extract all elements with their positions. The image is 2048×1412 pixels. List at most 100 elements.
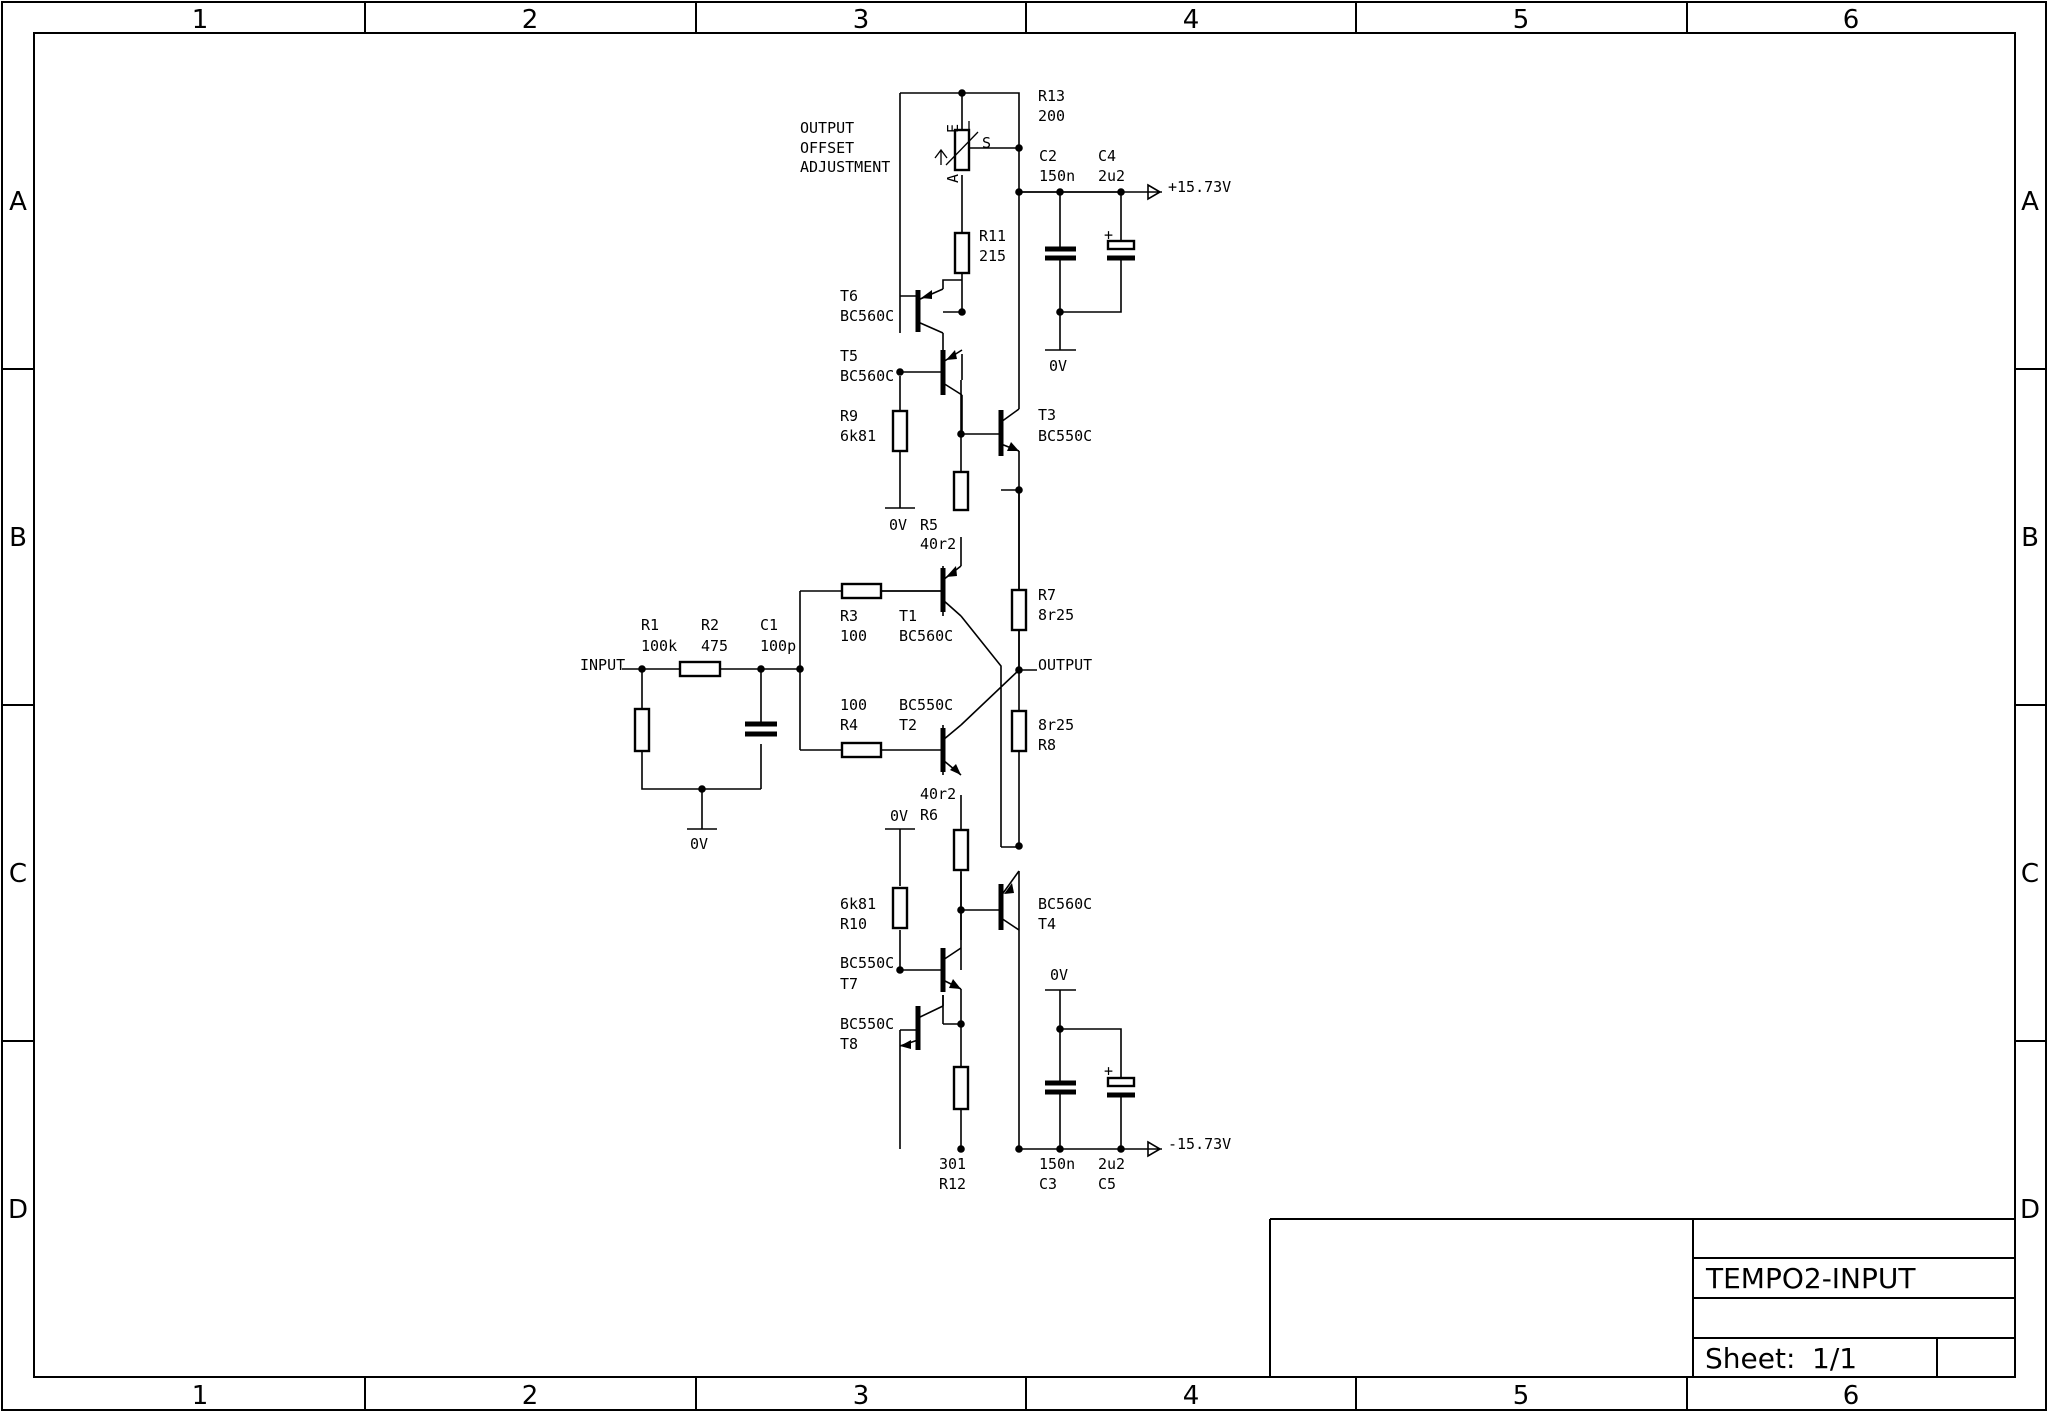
label-t7-ref: T7 — [840, 975, 858, 993]
label-t6-ref: T6 — [840, 287, 858, 305]
col-label: 3 — [853, 1381, 870, 1411]
row-label: A — [2021, 187, 2039, 217]
resistor-r12 — [952, 1065, 970, 1111]
label-r2-ref: R2 — [701, 616, 719, 634]
sheet-number: 1/1 — [1812, 1342, 1857, 1375]
transistor-t3 — [998, 408, 1020, 456]
label-c4-value: 2u2 — [1098, 167, 1125, 185]
title-block: TEMPO2-INPUT Sheet: 1/1 — [1269, 1218, 2015, 1377]
label-r13-ref: R13 — [1038, 87, 1065, 105]
row-label: C — [9, 859, 27, 889]
label-t1-ref: T1 — [899, 607, 917, 625]
label-c2-ref: C2 — [1039, 147, 1057, 165]
row-label: A — [9, 187, 27, 217]
junctions — [638, 89, 1125, 1153]
supply-flags — [1147, 183, 1162, 1158]
label-c5-value: 2u2 — [1098, 1155, 1125, 1173]
transistor-t2 — [940, 724, 962, 776]
col-label: 6 — [1843, 5, 1860, 35]
ground-label: 0V — [889, 516, 907, 534]
label-r5-value: 40r2 — [920, 535, 956, 553]
resistor-r2 — [678, 660, 722, 678]
label-r9-value: 6k81 — [840, 427, 876, 445]
label-t4-value: BC560C — [1038, 895, 1092, 913]
capacitor-c3 — [1045, 1067, 1076, 1108]
label-r7-value: 8r25 — [1038, 606, 1074, 624]
label-t2-ref: T2 — [899, 716, 917, 734]
resistor-r4 — [840, 741, 883, 759]
capacitor-c2 — [1045, 235, 1076, 273]
ground-label: 0V — [690, 835, 708, 853]
label-r7-ref: R7 — [1038, 586, 1056, 604]
row-labels-right: A B C D — [2020, 187, 2040, 1225]
label-r12-ref: R12 — [939, 1175, 966, 1193]
label-r11-ref: R11 — [979, 227, 1006, 245]
resistor-r1 — [633, 707, 651, 753]
label-c3-ref: C3 — [1039, 1175, 1057, 1193]
transistor-t5 — [940, 349, 963, 433]
label-r8-ref: R8 — [1038, 736, 1056, 754]
label-t2-value: BC550C — [899, 696, 953, 714]
label-r11-value: 215 — [979, 247, 1006, 265]
resistors — [633, 121, 1028, 1111]
resistor-r10 — [891, 886, 909, 930]
net-output: OUTPUT — [1038, 656, 1092, 674]
label-r10-ref: R10 — [840, 915, 867, 933]
net-input: INPUT — [580, 656, 625, 674]
pot-trim-arrow — [945, 121, 979, 166]
label-t8-value: BC550C — [840, 1015, 894, 1033]
label-r6-value: 40r2 — [920, 785, 956, 803]
label-r4-ref: R4 — [840, 716, 858, 734]
label-t3-ref: T3 — [1038, 406, 1056, 424]
resistor-r5 — [952, 470, 970, 512]
pot-pin-a: A — [944, 174, 962, 183]
row-label: D — [8, 1195, 28, 1225]
label-r1-value: 100k — [641, 637, 677, 655]
capacitor-c5: + — [1104, 1062, 1136, 1112]
label-r10-value: 6k81 — [840, 895, 876, 913]
label-t3-value: BC550C — [1038, 427, 1092, 445]
ground-label: 0V — [1050, 966, 1068, 984]
capacitor-c1 — [745, 721, 777, 737]
label-r12-value: 301 — [939, 1155, 966, 1173]
label-c1-ref: C1 — [760, 616, 778, 634]
resistor-r9 — [891, 409, 909, 453]
col-label: 1 — [192, 1381, 209, 1411]
transistor-t7 — [940, 947, 962, 992]
col-label: 4 — [1183, 5, 1200, 35]
pot-pin-s: S — [982, 134, 991, 152]
label-r9-ref: R9 — [840, 407, 858, 425]
col-label: 5 — [1513, 1381, 1530, 1411]
net-labels: INPUT OUTPUT +15.73V -15.73V 0V 0V 0V 0V… — [580, 178, 1231, 1153]
label-c4-ref: C4 — [1098, 147, 1116, 165]
label-r3-value: 100 — [840, 627, 867, 645]
label-t4-ref: T4 — [1038, 915, 1056, 933]
row-label: B — [9, 523, 27, 553]
label-r2-value: 475 — [701, 637, 728, 655]
svg-text:+: + — [1104, 1062, 1113, 1080]
svg-text:+: + — [1104, 226, 1113, 244]
label-c1-value: 100p — [760, 637, 796, 655]
label-r3-ref: R3 — [840, 607, 858, 625]
col-label: 5 — [1513, 5, 1530, 35]
label-r5-ref: R5 — [920, 516, 938, 534]
pot-pin-e: E — [944, 124, 962, 133]
row-label: C — [2021, 859, 2039, 889]
label-t5-ref: T5 — [840, 347, 858, 365]
ground-label: 0V — [890, 807, 908, 825]
notes: OUTPUT OFFSET ADJUSTMENT A E S — [800, 119, 991, 183]
transistor-t1 — [881, 565, 962, 617]
label-r4-value: 100 — [840, 696, 867, 714]
offset-note-line2: OFFSET — [800, 139, 854, 157]
net-vpos: +15.73V — [1168, 178, 1231, 196]
drawing-title: TEMPO2-INPUT — [1705, 1262, 1916, 1295]
label-c2-value: 150n — [1039, 167, 1075, 185]
col-label: 2 — [522, 5, 539, 35]
label-r13-value: 200 — [1038, 107, 1065, 125]
col-label: 2 — [522, 1381, 539, 1411]
col-label: 1 — [192, 5, 209, 35]
label-c3-value: 150n — [1039, 1155, 1075, 1173]
row-label: D — [2020, 1195, 2040, 1225]
